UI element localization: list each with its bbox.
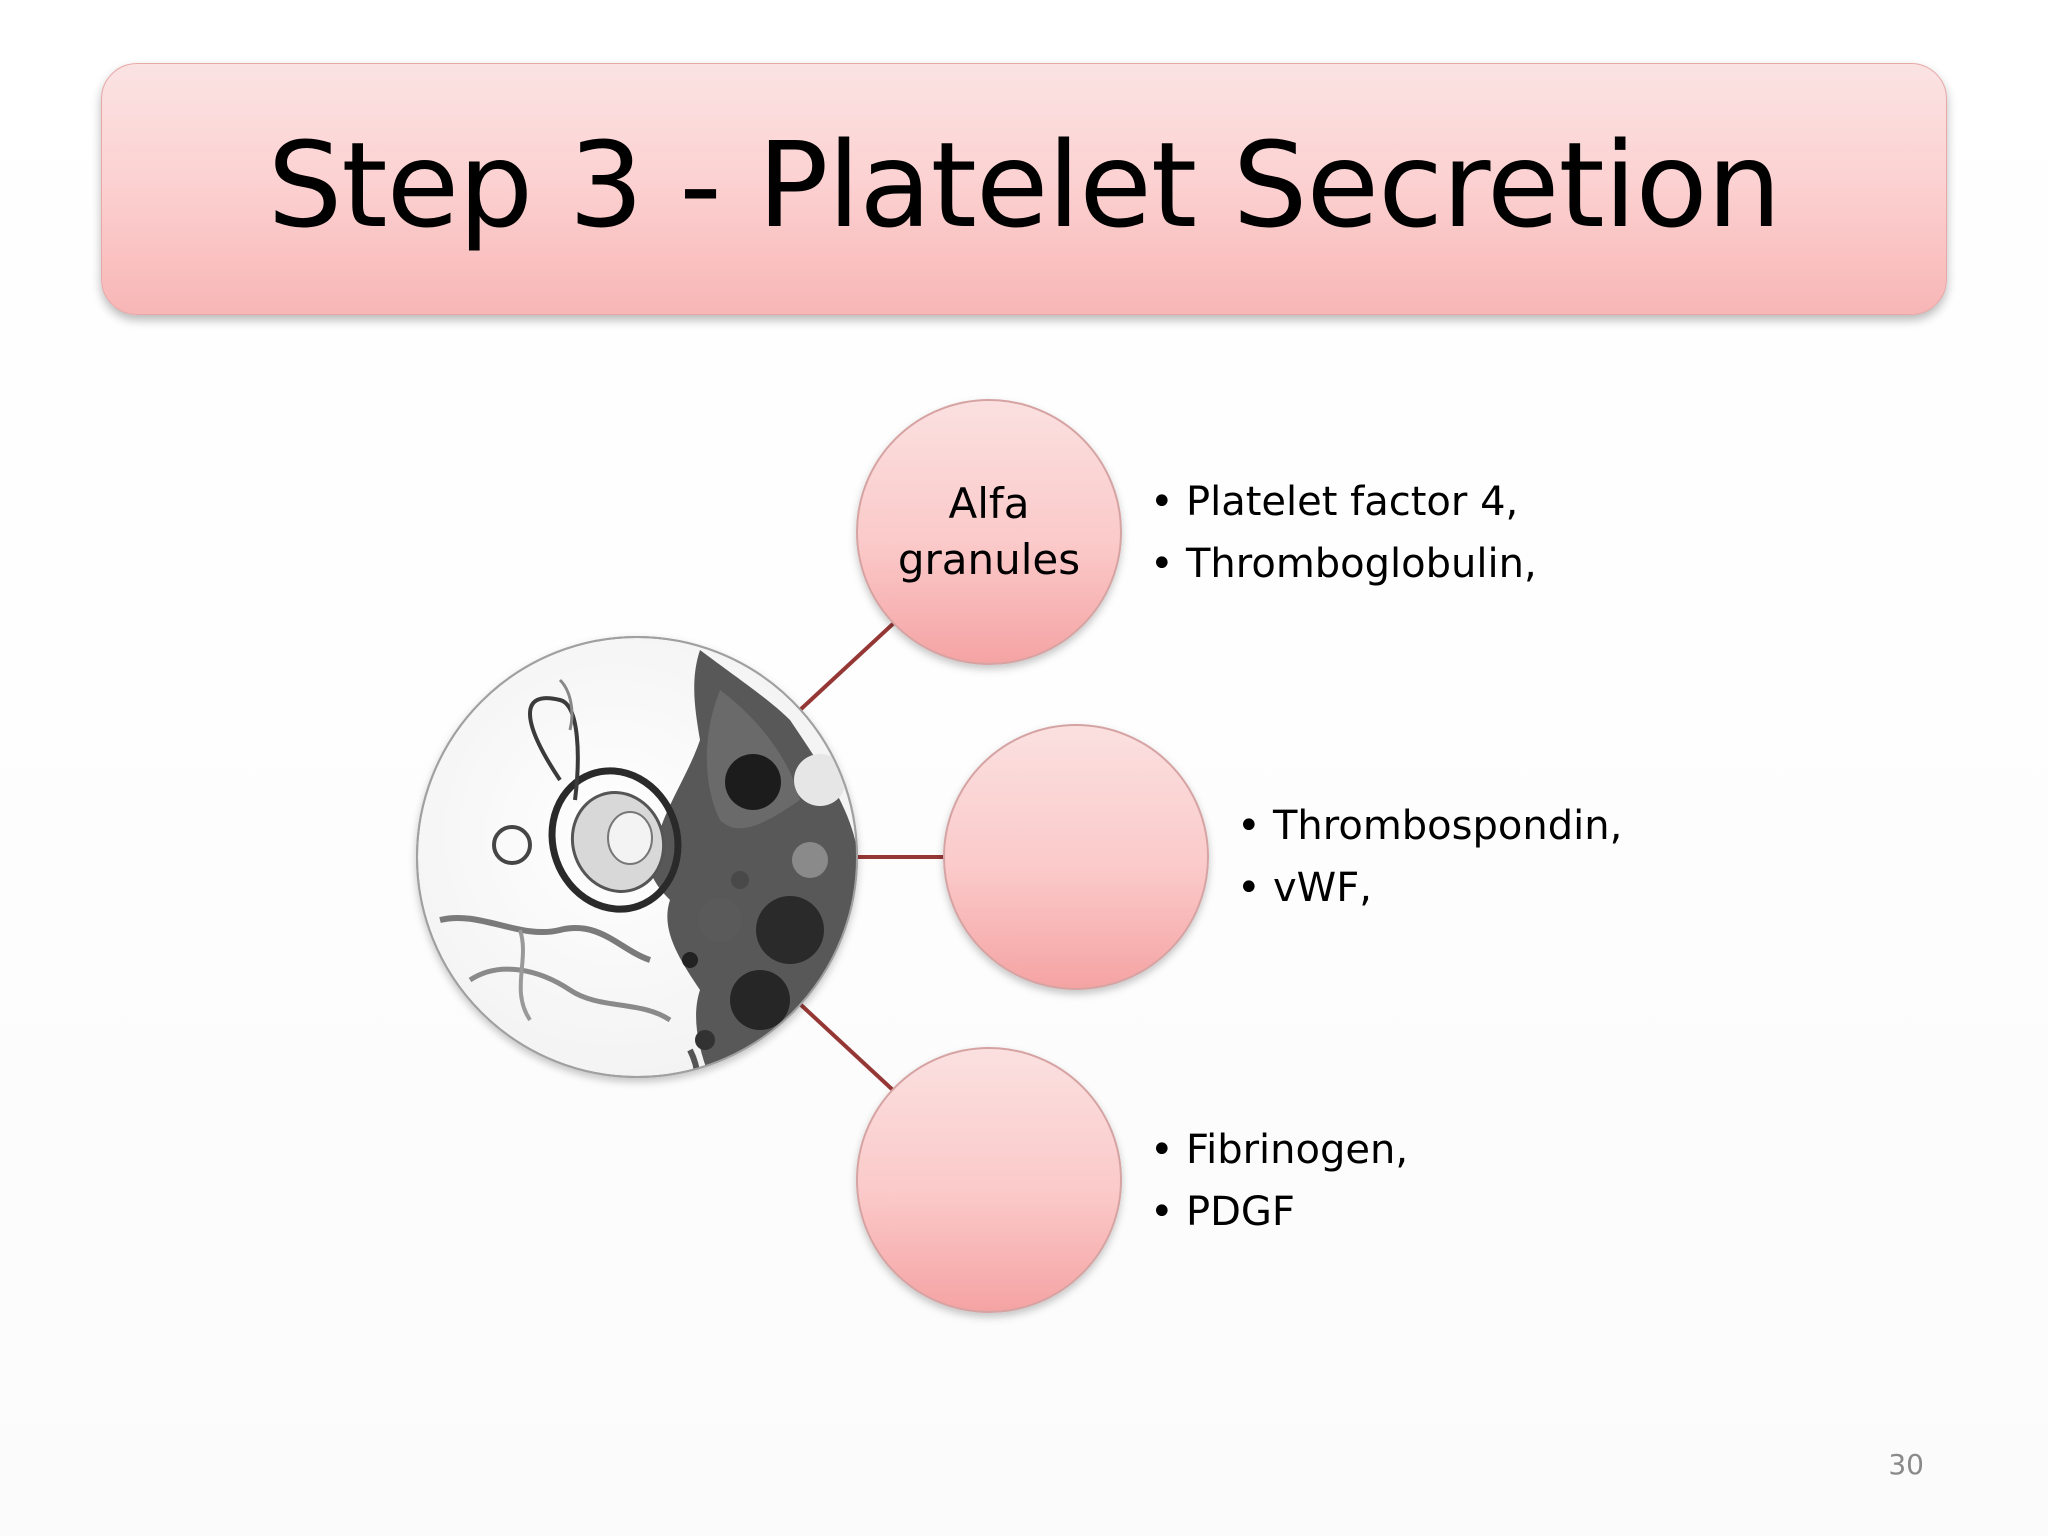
page-number: 30	[1888, 1448, 1924, 1481]
list-item: vWF,	[1237, 857, 1622, 919]
connector-line-top	[798, 620, 897, 712]
bubble-label-line: Alfa	[948, 479, 1030, 528]
bubble-bottom	[856, 1047, 1122, 1313]
list-item: Platelet factor 4,	[1150, 471, 1537, 533]
bullet-list-alfa-granules: Platelet factor 4, Thromboglobulin,	[1150, 471, 1537, 595]
connector-line-bottom	[798, 1002, 897, 1094]
list-item: Thrombospondin,	[1237, 795, 1622, 857]
list-item: Fibrinogen,	[1150, 1119, 1408, 1181]
title-banner: Step 3 - Platelet Secretion	[101, 63, 1947, 315]
bubble-label-alfa-granules: Alfa granules	[869, 476, 1109, 588]
list-item: PDGF	[1150, 1181, 1408, 1243]
bubble-middle	[943, 724, 1209, 990]
slide-title: Step 3 - Platelet Secretion	[267, 116, 1781, 254]
bullet-list-bottom: Fibrinogen, PDGF	[1150, 1119, 1408, 1243]
bubble-label-line: granules	[897, 535, 1081, 584]
list-item: Thromboglobulin,	[1150, 533, 1537, 595]
bubble-alfa-granules	[856, 399, 1122, 665]
platelet-micrograph-image	[416, 636, 858, 1078]
bullet-list-middle: Thrombospondin, vWF,	[1237, 795, 1622, 919]
